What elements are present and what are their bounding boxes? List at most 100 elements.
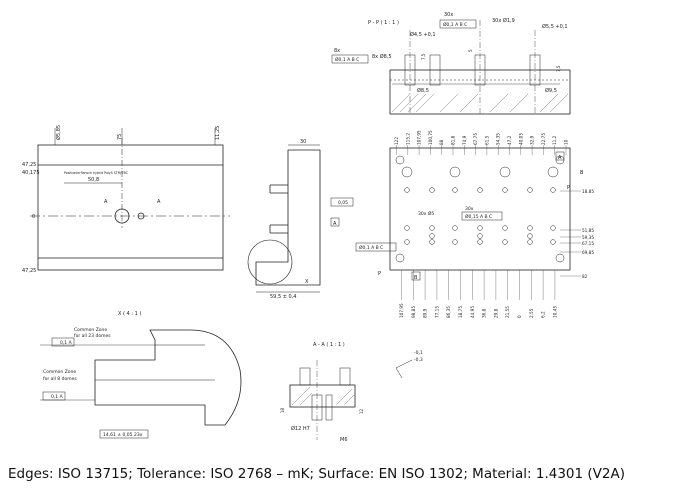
plan-bottom-tick-label: 89,9 [423, 308, 428, 318]
plan-hole [404, 239, 410, 245]
plan-hole [499, 166, 511, 178]
plan-hole [452, 239, 458, 245]
side-detail-mark: X [305, 279, 309, 285]
detail-x-zone2-tol: 0,1 A [51, 394, 64, 400]
section-aa: A - A ( 1 : 1 ) Ø12 H7 M6 18 12 -0,1 -0,… [280, 342, 423, 443]
detail-x-zone2b: for all 8 domes [43, 376, 77, 382]
pp-inner-dim-5: 7,5 [556, 65, 561, 72]
plan-top-tick-label: 54,35 [496, 133, 501, 145]
plan-bottom-tick-label: 10,45 [552, 306, 557, 318]
plan-hole [477, 187, 483, 193]
plan-hole [550, 225, 556, 231]
plan-mark-b: B [580, 170, 584, 176]
pp-left-dim-2: Ø0,1 A B C [335, 56, 359, 63]
pp-left-dim-1: 8x [334, 48, 340, 54]
detail-x-zone1b: for all 23 domes [74, 333, 111, 339]
plan-bottom-tick-label: 21,55 [505, 306, 510, 318]
plan-right-dim: 18,85 [582, 189, 594, 194]
plan-bottom-tick-label: 6,2 [541, 311, 546, 318]
pp-left-dim-4: Ø4,5 +0,1 [410, 31, 436, 38]
detail-x-bottom-dim: 14,61 ± 0,05 23x [103, 432, 143, 438]
plan-outline [389, 147, 571, 271]
plan-top-tick-label: 47,2 [507, 135, 512, 145]
plan-hole [550, 239, 556, 245]
plan-hole [429, 233, 435, 239]
pp-inner-dim-1: Ø8,5 [417, 87, 429, 94]
plan-top-tick-label: 122 [394, 137, 399, 145]
plan-hole [502, 187, 508, 193]
plan-top-tick-label: 74,9 [462, 135, 467, 145]
pp-top-dim-1: 30x [444, 12, 453, 18]
section-aa-dim-1: Ø12 H7 [291, 425, 310, 432]
plan-bottom-tick-label: 36,8 [482, 308, 487, 318]
plan-hole [449, 166, 461, 178]
plan-hole [452, 225, 458, 231]
plan-fcf-mid3: Ø0,15 A B C [465, 213, 492, 220]
plan-bottom-tick-label: 0 [517, 315, 522, 318]
plan-right-dim: 51,85 [582, 228, 594, 233]
plan-hole [477, 225, 483, 231]
detail-x-circle [247, 239, 293, 285]
plan-top-tick-label: 107,95 [417, 130, 422, 145]
plan-top-tick-label: 22,75 [541, 133, 546, 145]
plan-hole [429, 239, 435, 245]
detail-x-zone1-tol: 0,1 A [60, 340, 73, 346]
pp-inner-dim-2: Ø9,5 [545, 87, 557, 94]
plan-bottom-tick-label: 98,85 [411, 306, 416, 318]
side-width-dim: 30 [300, 139, 306, 145]
plan-hole [401, 166, 413, 178]
plan-hole [527, 187, 533, 193]
front-dim-left-3: 0 [32, 214, 35, 220]
plan-right-dim: 82 [582, 274, 588, 279]
plan-hole [429, 187, 435, 193]
plan-corner-hole [395, 253, 405, 263]
front-dim-left-2: 40,175 [22, 170, 40, 176]
plan-hole [404, 225, 410, 231]
plan-hole [429, 225, 435, 231]
front-dim-left-1: 47,25 [22, 162, 36, 168]
plan-bottom-tick-label: 29,8 [493, 308, 498, 318]
plan-bottom-tick-label: 86,35 [446, 306, 451, 318]
plan-top-tick-label: 40,05 [518, 133, 523, 145]
plan-corner-hole [555, 253, 565, 263]
side-flatness: 0,05 [338, 200, 348, 206]
pp-inner-dim-4: 7,5 [421, 53, 426, 60]
section-pp: P - P ( 1 : 1 ) 30x Ø0,1 A B C 30x Ø1,9 … [331, 12, 571, 115]
plan-hole [452, 187, 458, 193]
plan-fcf-left: Ø0,1 A B C [359, 244, 383, 251]
pp-top-dim-2: Ø0,1 A B C [443, 21, 467, 28]
plan-right-dim: 59,35 [582, 235, 594, 240]
plan-top-tick-label: 115,2 [405, 133, 410, 145]
front-annotation: Positionierflansch hybrid PolyS STM/TBC [64, 171, 129, 175]
front-dim-top-1: Ø5,85 [55, 125, 62, 140]
plan-fcf-mid2: 30x [465, 206, 474, 212]
pp-left-dim-3: 8x Ø8,5 [372, 53, 392, 60]
small-hole [137, 212, 145, 220]
section-a-left: A [104, 199, 108, 205]
plan-bottom-tick-label: 18,75 [458, 306, 463, 318]
section-aa-tol-1: -0,1 [414, 350, 423, 356]
front-dim-top-2: 75 [117, 134, 123, 140]
section-aa-dim-2: M6 [340, 437, 348, 443]
plan-bottom-tick-label: 107,95 [399, 303, 404, 318]
detail-x-zone1: Common Zone [74, 327, 107, 333]
plan-top-tick-label: 10 [564, 139, 569, 145]
drawing-caption: Edges: ISO 13715; Tolerance: ISO 2768 – … [8, 466, 625, 482]
plan-bottom-tick-label: 2,55 [529, 308, 534, 318]
front-view: Ø5,85 75 11,25 47,25 40,175 0 47,25 Posi… [22, 125, 230, 274]
side-view: 30 59,5 ± 0,4 0,05 A X [247, 139, 354, 300]
plan-right-dim: 67,15 [582, 241, 594, 246]
plan-section-p-left: P [378, 271, 381, 277]
plan-top-tick-label: 88 [439, 139, 444, 145]
plan-top-tick-label: 32,9 [530, 135, 535, 145]
plan-top-tick-label: 67,75 [473, 133, 478, 145]
plan-right-dim: 69,85 [582, 250, 594, 255]
plan-hole [502, 239, 508, 245]
plan-bottom-tick-label: 77,15 [434, 306, 439, 318]
section-aa-tol-2: -0,3 [414, 357, 423, 363]
side-bottom-dim: 59,5 ± 0,4 [270, 294, 296, 300]
front-dim-50-8: 50,8 [88, 177, 99, 183]
detail-x: X ( 4 : 1 ) Common Zone for all 23 domes… [40, 311, 242, 439]
plan-hole [527, 233, 533, 239]
